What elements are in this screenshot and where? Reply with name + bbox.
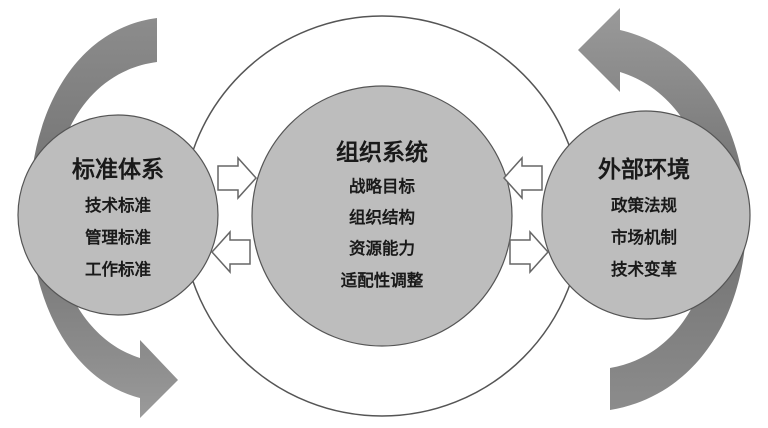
arrow-left-to-center xyxy=(217,156,258,200)
left-circle xyxy=(17,114,219,316)
center-title: 组织系统 xyxy=(336,139,428,166)
arrow-right-to-center xyxy=(502,156,543,200)
center-item: 资源能力 xyxy=(349,238,415,258)
left-item: 工作标准 xyxy=(85,259,152,279)
arrow-center-to-right xyxy=(509,230,550,274)
center-circle xyxy=(251,85,513,347)
center-item: 适配性调整 xyxy=(341,270,424,290)
left-cycle-arrow xyxy=(29,18,178,418)
left-item: 技术标准 xyxy=(85,195,152,215)
right-item: 政策法规 xyxy=(611,195,678,215)
right-title: 外部环境 xyxy=(598,156,690,183)
right-cycle-arrow xyxy=(578,8,747,410)
right-circle xyxy=(541,110,751,320)
center-item: 战略目标 xyxy=(349,176,416,196)
right-item: 市场机制 xyxy=(611,227,677,247)
arrow-center-to-left xyxy=(210,230,251,274)
center-item: 组织结构 xyxy=(349,207,415,227)
left-item: 管理标准 xyxy=(85,227,152,247)
right-item: 技术变革 xyxy=(611,259,677,279)
left-title: 标准体系 xyxy=(72,157,164,183)
